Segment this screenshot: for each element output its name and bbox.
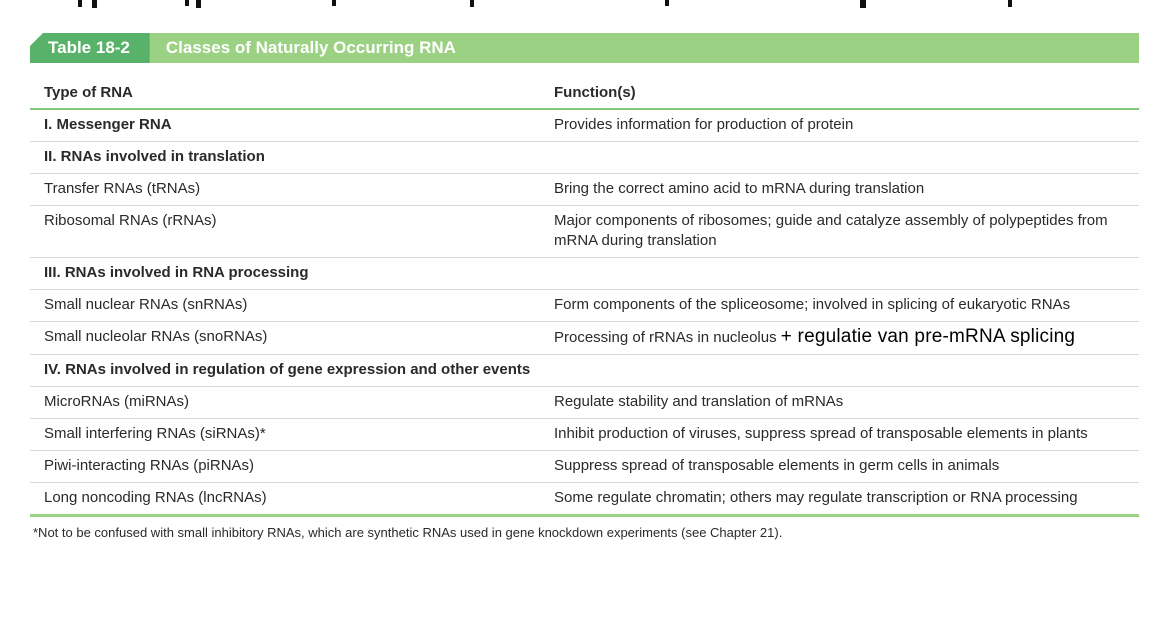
section-row-translation: II. RNAs involved in translation — [30, 141, 1139, 173]
rna-function-cell: Form components of the spliceosome; invo… — [554, 296, 1071, 313]
clipped-text-fragment — [1008, 0, 1012, 7]
table-row-lncrna: Long noncoding RNAs (lncRNAs) Some regul… — [30, 482, 1139, 514]
rna-type-cell: Small nuclear RNAs (snRNAs) — [44, 296, 248, 313]
section-title: II. RNAs involved in translation — [44, 148, 265, 165]
table-header-bar: Table 18-2 Classes of Naturally Occurrin… — [30, 33, 1139, 63]
table-row-messenger-rna: I. Messenger RNA Provides information fo… — [30, 110, 1139, 141]
clipped-text-fragment — [185, 0, 189, 6]
table-row-snrna: Small nuclear RNAs (snRNAs) Form compone… — [30, 289, 1139, 321]
rna-function-cell: Major components of ribosomes; guide and… — [554, 212, 1108, 249]
section-row-rna-processing: III. RNAs involved in RNA processing — [30, 257, 1139, 289]
rna-function-cell: Bring the correct amino acid to mRNA dur… — [554, 180, 925, 197]
table-row-trna: Transfer RNAs (tRNAs) Bring the correct … — [30, 173, 1139, 205]
section-title: IV. RNAs involved in regulation of gene … — [44, 361, 531, 378]
table-row-sirna: Small interfering RNAs (siRNAs)* Inhibit… — [30, 418, 1139, 450]
column-header-function: Function(s) — [554, 84, 636, 101]
table-row-rrna: Ribosomal RNAs (rRNAs) Major components … — [30, 205, 1139, 257]
rna-table: Table 18-2 Classes of Naturally Occurrin… — [30, 33, 1139, 540]
table-row-snorna: Small nucleolar RNAs (snoRNAs) Processin… — [30, 321, 1139, 354]
table-row-pirna: Piwi-interacting RNAs (piRNAs) Suppress … — [30, 450, 1139, 482]
rna-function-cell: Processing of rRNAs in nucleolus + regul… — [554, 327, 1139, 348]
clipped-text-fragment — [665, 0, 669, 6]
table-body: I. Messenger RNA Provides information fo… — [30, 110, 1139, 517]
clipped-text-fragment — [92, 0, 97, 8]
column-header-row: Type of RNA Function(s) — [30, 63, 1139, 110]
added-annotation-text: + regulatie van pre-mRNA splicing — [780, 326, 1076, 347]
rna-type-cell: Small nucleolar RNAs (snoRNAs) — [44, 328, 268, 345]
section-row-gene-expression: IV. RNAs involved in regulation of gene … — [30, 354, 1139, 386]
rna-type-cell: I. Messenger RNA — [44, 116, 172, 133]
column-header-type: Type of RNA — [44, 84, 133, 101]
table-title: Classes of Naturally Occurring RNA — [149, 33, 1139, 63]
rna-function-cell: Provides information for production of p… — [554, 116, 854, 133]
rna-type-cell: Small interfering RNAs (siRNAs)* — [44, 425, 266, 442]
table-row-mirna: MicroRNAs (miRNAs) Regulate stability an… — [30, 386, 1139, 418]
rna-function-cell: Regulate stability and translation of mR… — [554, 393, 844, 410]
clipped-text-fragment — [78, 0, 82, 7]
rna-type-cell: Long noncoding RNAs (lncRNAs) — [44, 489, 267, 506]
rna-type-cell: Transfer RNAs (tRNAs) — [44, 180, 201, 197]
rna-type-cell: Piwi-interacting RNAs (piRNAs) — [44, 457, 255, 474]
rna-type-cell: MicroRNAs (miRNAs) — [44, 393, 189, 410]
clipped-text-fragment — [196, 0, 201, 8]
clipped-text-fragment — [332, 0, 336, 6]
rna-function-cell: Some regulate chromatin; others may regu… — [554, 489, 1078, 506]
rna-function-cell: Suppress spread of transposable elements… — [554, 457, 1000, 474]
clipped-text-fragment — [860, 0, 866, 8]
footnote: *Not to be confused with small inhibitor… — [33, 525, 783, 540]
rna-function-cell: Inhibit production of viruses, suppress … — [554, 425, 1088, 442]
section-title: III. RNAs involved in RNA processing — [44, 264, 309, 281]
rna-function-text: Processing of rRNAs in nucleolus — [554, 329, 777, 346]
rna-type-cell: Ribosomal RNAs (rRNAs) — [44, 212, 217, 229]
clipped-text-fragment — [470, 0, 474, 7]
table-number-badge: Table 18-2 — [30, 33, 150, 63]
